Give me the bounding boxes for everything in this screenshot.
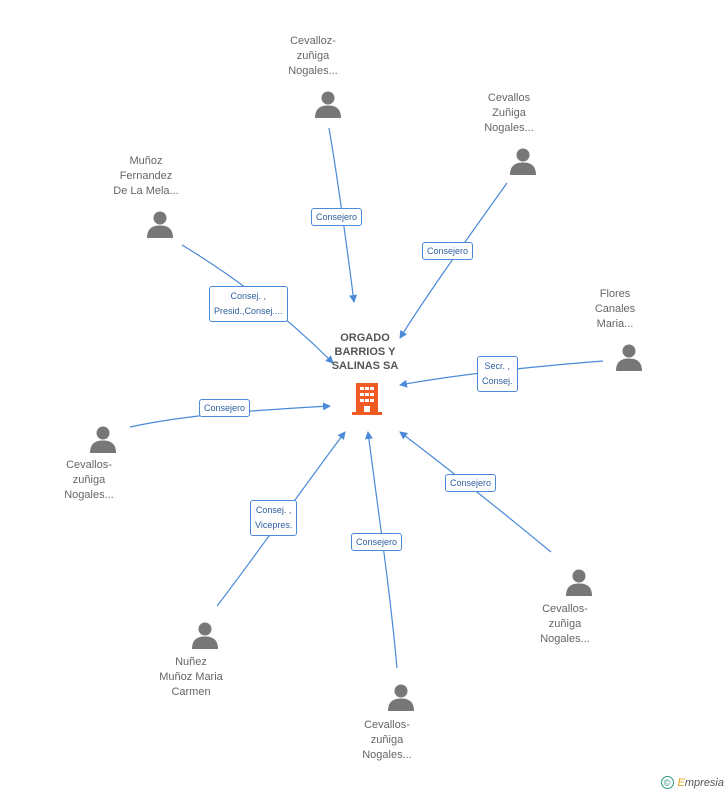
company-name[interactable]: ORGADO BARRIOS Y SALINAS SA: [310, 331, 420, 373]
person-name-line: De La Mela...: [113, 185, 179, 197]
relation-label-line: Consej. ,: [230, 291, 267, 301]
person-name-line: Canales: [594, 303, 636, 315]
relation-label[interactable]: Consej. , Vicepres.: [250, 500, 298, 536]
person-name-line: zuñiga: [72, 474, 106, 486]
relation-label[interactable]: Consejero: [422, 242, 474, 260]
person-icon[interactable]: [510, 148, 536, 176]
relation-label[interactable]: Secr. , Consej.: [477, 356, 518, 392]
relation-label[interactable]: Consejero: [311, 208, 363, 226]
building-icon: [352, 383, 382, 415]
person-name-line: Cevallos-: [66, 459, 112, 471]
person-icon[interactable]: [192, 622, 218, 650]
person-name-line: Nogales...: [64, 489, 114, 501]
relation-label[interactable]: Consejero: [445, 474, 497, 492]
relation-label[interactable]: Consejero: [199, 399, 251, 417]
relation-label-line: Consejero: [356, 537, 398, 547]
person-icon[interactable]: [315, 91, 341, 119]
relation-label-line: Consej. ,: [255, 505, 292, 515]
company-node[interactable]: [352, 383, 382, 415]
brand-logo[interactable]: Empresia: [677, 776, 724, 789]
company-name-line: ORGADO: [340, 332, 390, 344]
relation-label-line: Presid.,Consej....: [214, 306, 283, 316]
relation-label[interactable]: Consej. , Presid.,Consej....: [209, 286, 288, 322]
person-name-line: Nogales...: [288, 65, 338, 77]
relation-label-line: Vicepres.: [255, 520, 293, 530]
relation-edge: [399, 182, 508, 339]
relation-label[interactable]: Consejero: [351, 533, 403, 551]
person-name-line: Carmen: [171, 686, 211, 698]
person-name-line: zuñiga: [548, 618, 582, 630]
person-name-line: Nogales...: [362, 749, 412, 761]
person-icon[interactable]: [566, 569, 592, 597]
person-name-line: zuñiga: [296, 50, 330, 62]
person-name-line: Nuñez: [175, 656, 207, 668]
company-name-line: BARRIOS Y: [334, 346, 396, 358]
person-icon[interactable]: [90, 426, 116, 454]
relation-edge: [399, 431, 552, 553]
relation-label-line: Consejero: [204, 403, 246, 413]
person-name-line: Zuñiga: [492, 107, 526, 119]
person-name-line: Flores: [599, 288, 631, 300]
relation-label-line: Consej.: [482, 376, 513, 386]
person-icon[interactable]: [147, 211, 173, 239]
relation-label-line: Secr. ,: [484, 361, 511, 371]
person-name-line: Cevalloz-: [290, 35, 336, 47]
company-name-line: SALINAS SA: [331, 360, 399, 372]
person-name-line: Muñoz Maria: [159, 671, 223, 683]
person-name-line: Nogales...: [540, 633, 590, 645]
person-name-line: Cevallos-: [542, 603, 588, 615]
relation-label-line: Consejero: [316, 212, 358, 222]
relation-label-line: Consejero: [427, 246, 469, 256]
person-name-line: Maria...: [596, 318, 634, 330]
person-icon[interactable]: [616, 344, 642, 372]
footer-credit: © Empresia: [660, 776, 724, 789]
person-name-line: Nogales...: [484, 122, 534, 134]
person-name-line: zuñiga: [370, 734, 404, 746]
copyright-icon: ©: [660, 776, 674, 789]
person-name-line: Muñoz: [129, 155, 163, 167]
person-name-line: Cevallos-: [364, 719, 410, 731]
person-icon[interactable]: [388, 684, 414, 712]
relation-label-line: Consejero: [450, 478, 492, 488]
person-name-line: Fernandez: [119, 170, 173, 182]
person-name-line: Cevallos: [487, 92, 531, 104]
